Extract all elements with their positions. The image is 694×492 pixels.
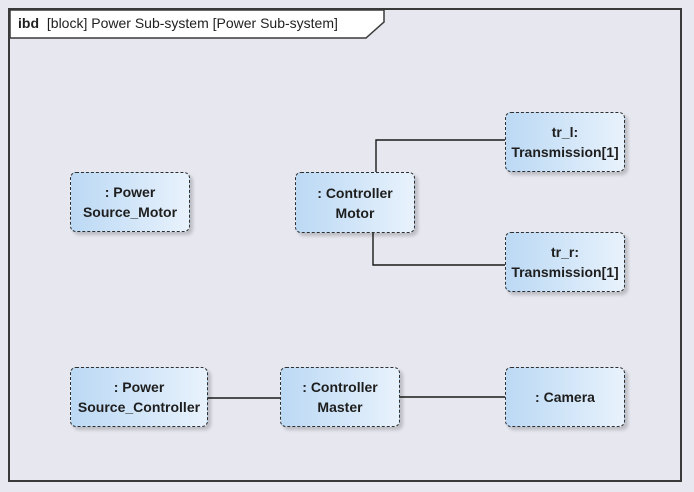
part-label-line1: : Power <box>113 379 165 395</box>
connector-controller-motor-tr-r[interactable] <box>372 233 505 266</box>
part-label-line2: Source_Controller <box>77 399 201 415</box>
part-label-line1: : Power <box>104 184 156 200</box>
part-label-line1: tr_r: <box>550 244 579 260</box>
part-label-line2: Motor <box>335 204 375 221</box>
connector-controller-motor-tr-l[interactable] <box>375 139 505 172</box>
part-label-line2: Transmission[1] <box>511 144 619 160</box>
part-label-line1: : Controller <box>317 184 393 201</box>
frame-title: ibd [block] Power Sub-system [Power Sub-… <box>18 15 338 31</box>
part-controller-master[interactable]: : Controller Master <box>280 367 400 427</box>
part-label-line2: Transmission[1] <box>511 264 619 280</box>
frame-title-text: [block] Power Sub-system [Power Sub-syst… <box>47 15 338 31</box>
part-tr-l[interactable]: tr_l: Transmission[1] <box>505 112 625 172</box>
part-power-source-controller[interactable]: : Power Source_Controller <box>70 367 208 427</box>
part-tr-r[interactable]: tr_r: Transmission[1] <box>505 232 625 292</box>
part-label-line1: : Camera <box>535 389 595 405</box>
part-label-line2: Source_Motor <box>82 204 178 220</box>
frame-name-tab <box>9 9 385 39</box>
part-label-line1: tr_l: <box>551 124 579 140</box>
part-camera[interactable]: : Camera <box>505 367 625 427</box>
frame-keyword: ibd <box>18 15 39 31</box>
part-controller-motor[interactable]: : Controller Motor <box>295 172 415 233</box>
part-label-line1: : Controller <box>302 379 378 395</box>
part-label-line2: Master <box>317 399 363 415</box>
part-power-source-motor[interactable]: : Power Source_Motor <box>70 172 190 232</box>
